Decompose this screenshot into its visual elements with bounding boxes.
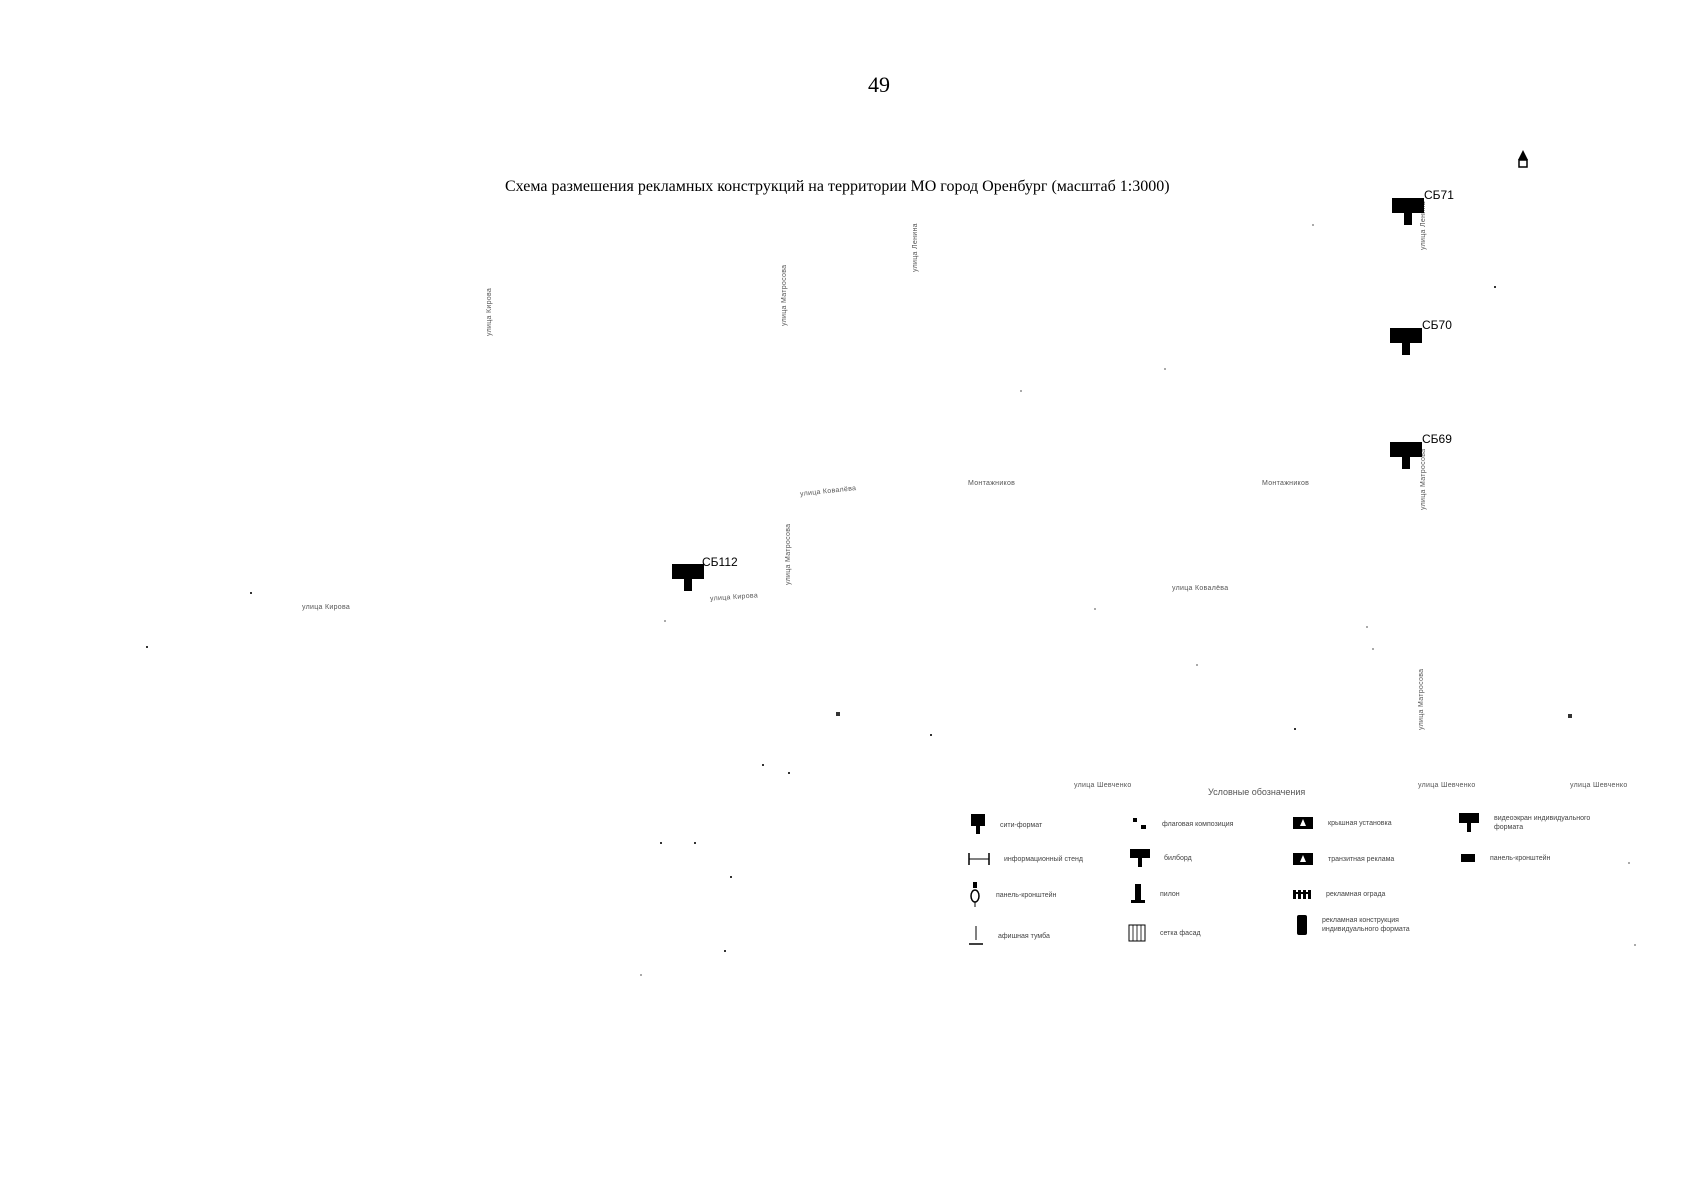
billboard-marker-icon[interactable] — [1390, 440, 1422, 472]
street-label: Монтажников — [968, 480, 1016, 487]
legend-label: видеоэкран индивидуального формата — [1494, 815, 1591, 831]
legend-label: панель-кронштейн — [996, 891, 1057, 899]
map-point — [660, 842, 662, 844]
advertising-fence-icon — [1293, 890, 1311, 899]
map-point — [1020, 390, 1022, 392]
compass-icon — [1518, 150, 1528, 168]
street-label: улица Ленина — [912, 223, 919, 272]
legend-item: крышная установка — [1292, 814, 1392, 832]
map-point — [250, 592, 252, 594]
map-point — [1568, 714, 1572, 718]
legend-label: транзитная реклама — [1328, 855, 1395, 863]
legend-label: информационный стенд — [1004, 855, 1083, 863]
map-point — [788, 772, 790, 774]
flag-composition-icon — [1133, 818, 1146, 829]
marker-label-sb71: СБ71 — [1424, 188, 1454, 202]
legend-title: Условные обозначения — [1208, 787, 1306, 797]
info-stand-icon — [968, 853, 990, 865]
legend-item: информационный стенд — [968, 852, 1083, 866]
map-point — [1634, 944, 1636, 946]
map-point — [146, 646, 148, 648]
street-label: улица Ковалёва — [799, 485, 857, 498]
street-label: улица Матросова — [1418, 668, 1425, 730]
map-point — [724, 950, 726, 952]
map-point — [1164, 368, 1166, 370]
billboard-marker-icon[interactable] — [672, 562, 704, 594]
street-label: улица Матросова — [781, 264, 788, 326]
billboard-marker-icon[interactable] — [1390, 326, 1422, 358]
billboard-6x3-icon — [1130, 849, 1150, 867]
mesh-banner-icon — [1128, 924, 1146, 942]
map-point — [1196, 664, 1198, 666]
page-number: 49 — [868, 72, 890, 97]
legend-item: рекламная ограда — [1292, 888, 1385, 900]
street-label: улица Ковалёва — [1172, 585, 1229, 592]
street-label: улица Шевченко — [1418, 782, 1476, 789]
legend-label: рекламная конструкция индивидуального фо… — [1322, 917, 1410, 933]
large-format-screen-icon — [1459, 813, 1479, 832]
map-point — [930, 734, 932, 736]
legend-item: рекламная конструкция индивидуального фо… — [1296, 914, 1442, 936]
map-point — [762, 764, 764, 766]
marker-label-sb70: СБ70 — [1422, 318, 1452, 332]
wall-panel-icon — [1461, 854, 1475, 862]
legend-item: транзитная реклама — [1292, 850, 1394, 868]
legend-item: сетка фасад — [1128, 924, 1201, 942]
legend-label: сетка фасад — [1160, 929, 1201, 937]
map-point — [1628, 862, 1630, 864]
street-label: улица Шевченко — [1074, 782, 1132, 789]
legend-item: билборд — [1130, 848, 1192, 868]
legend-item: афишная тумба — [968, 926, 1050, 946]
poster-stand-icon — [969, 926, 983, 945]
street-label: улица Кирова — [302, 604, 351, 611]
bracket-panel-icon — [970, 882, 980, 907]
legend-item: сити-формат — [970, 814, 1042, 836]
map-point — [1366, 626, 1368, 628]
map-point — [1094, 608, 1096, 610]
individual-format-icon — [1297, 915, 1307, 935]
map-title: Схема размешения рекламных конструкций н… — [505, 178, 1170, 195]
legend-item: панель-кронштейн — [968, 882, 1056, 908]
roof-installation-icon — [1293, 817, 1313, 829]
map-point — [694, 842, 696, 844]
map-point — [640, 974, 642, 976]
billboard-marker-icon[interactable] — [1392, 196, 1424, 228]
legend-item: пилон — [1130, 884, 1180, 904]
marker-label-sb69: СБ69 — [1422, 432, 1452, 446]
legend-label: панель-кронштейн — [1490, 854, 1551, 862]
map-point — [664, 620, 666, 622]
map-point — [1494, 286, 1496, 288]
legend-label: пилон — [1160, 890, 1180, 898]
map-point — [1294, 728, 1296, 730]
map-point — [836, 712, 840, 716]
legend-item: флаговая композиция — [1132, 816, 1233, 832]
legend-label: флаговая композиция — [1162, 820, 1234, 828]
legend-label: крышная установка — [1328, 819, 1392, 827]
marker-label-sb112: СБ112 — [702, 555, 738, 569]
pillar-icon — [1131, 884, 1145, 903]
legend-label: рекламная ограда — [1326, 890, 1386, 898]
street-label: Монтажников — [1262, 480, 1310, 487]
billboard-icon — [971, 814, 985, 834]
street-label: улица Шевченко — [1570, 782, 1628, 789]
street-label: улица Кирова — [709, 592, 759, 603]
legend-item: видеоэкран индивидуального формата — [1458, 812, 1614, 834]
legend-label: сити-формат — [1000, 821, 1043, 829]
transit-advertising-icon — [1293, 853, 1313, 865]
legend-item: панель-кронштейн — [1460, 852, 1550, 864]
map-point — [1312, 224, 1314, 226]
map-point — [730, 876, 732, 878]
street-label: улица Матросова — [785, 523, 792, 585]
legend-label: афишная тумба — [998, 932, 1050, 940]
map-point — [1372, 648, 1374, 650]
street-label: улица Кирова — [486, 287, 493, 336]
legend-label: билборд — [1164, 854, 1192, 862]
